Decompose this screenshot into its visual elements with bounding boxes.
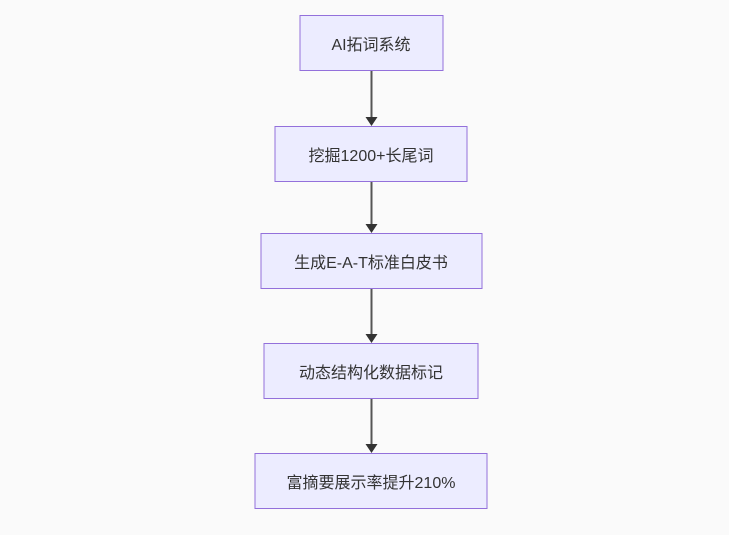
- flow-node-structured-data-markup: 动态结构化数据标记: [263, 343, 479, 399]
- edge-line: [370, 289, 372, 335]
- edge-line: [370, 182, 372, 225]
- edge-line: [370, 399, 372, 445]
- arrowhead-down-icon: [365, 444, 377, 453]
- arrowhead-down-icon: [365, 224, 377, 233]
- arrowhead-down-icon: [365, 117, 377, 126]
- flow-edge-3: [364, 289, 378, 343]
- flow-node-eat-whitepaper: 生成E-A-T标准白皮书: [260, 233, 482, 289]
- flow-node-ai-word-expansion: AI拓词系统: [299, 15, 443, 71]
- flow-node-rich-snippet-rate: 富摘要展示率提升210%: [254, 453, 488, 509]
- flow-edge-1: [364, 71, 378, 126]
- arrowhead-down-icon: [365, 334, 377, 343]
- edge-line: [370, 71, 372, 118]
- flowchart: AI拓词系统 挖掘1200+长尾词 生成E-A-T标准白皮书 动态结构化数据标记…: [254, 15, 488, 509]
- flow-edge-2: [364, 182, 378, 233]
- flow-node-longtail-keywords: 挖掘1200+长尾词: [274, 126, 468, 182]
- flow-edge-4: [364, 399, 378, 453]
